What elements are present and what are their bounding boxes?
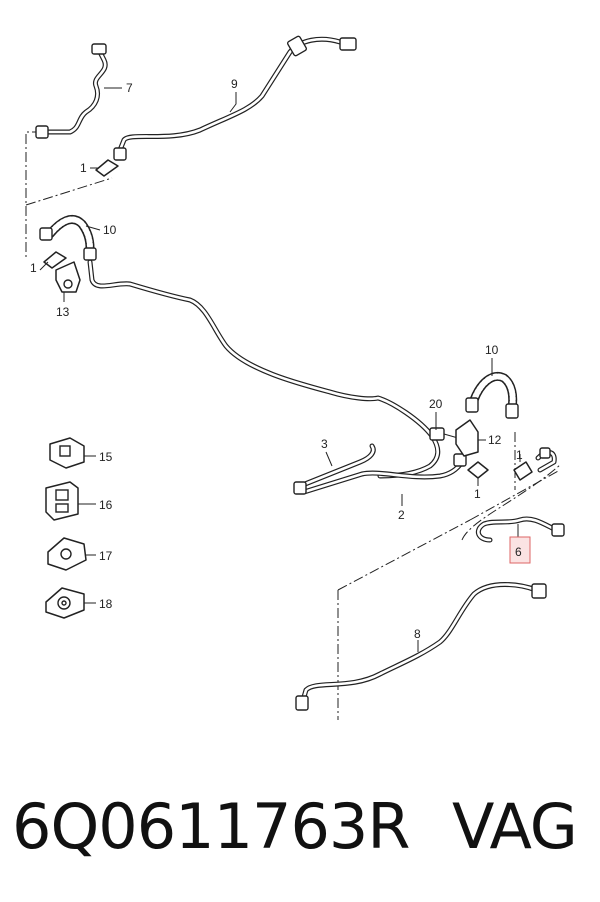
- callout-17: 17: [99, 549, 113, 563]
- pipe-6: [475, 447, 565, 543]
- callout-8: 8: [414, 627, 421, 641]
- pipe-3: [293, 443, 467, 495]
- clip-1-upper: [95, 159, 119, 177]
- pipe-9: [113, 35, 357, 161]
- clip-1-center: [467, 461, 489, 479]
- clip-1-left: [43, 251, 67, 269]
- hose-10-right: [465, 372, 519, 419]
- clip-1-right: [513, 461, 533, 481]
- bracket-13: [55, 261, 81, 293]
- callout-7: 7: [126, 81, 133, 95]
- clip-18: [45, 587, 85, 619]
- clip-15: [49, 437, 85, 469]
- brand-name: VAG: [452, 790, 578, 863]
- callout-1-right: 1: [516, 448, 523, 462]
- callout-labels: 7 9 1 10 1 13 10 20 3 12 1 1 2 6 8 15 16…: [30, 77, 523, 641]
- callout-20: 20: [429, 397, 443, 411]
- bracket-12: [455, 419, 479, 457]
- callout-1-left: 1: [30, 261, 37, 275]
- callout-6: 6: [515, 545, 522, 559]
- callout-18: 18: [99, 597, 113, 611]
- callout-1-center: 1: [474, 487, 481, 501]
- reference-lines: [25, 131, 561, 720]
- pipe-2-main: [87, 259, 441, 479]
- brake-line-diagram: 7 9 1 10 1 13 10 20 3 12 1 1 2 6 8 15 16…: [25, 35, 565, 720]
- callout-10-upper: 10: [103, 223, 117, 237]
- callout-16: 16: [99, 498, 113, 512]
- callout-2: 2: [398, 508, 405, 522]
- callout-13: 13: [56, 305, 70, 319]
- callout-12: 12: [488, 433, 502, 447]
- callout-3: 3: [321, 437, 328, 451]
- clip-16: [45, 481, 79, 521]
- bolt-20: [429, 427, 459, 441]
- leader-lines: [39, 87, 521, 652]
- hose-10-upper: [39, 215, 97, 261]
- callout-9: 9: [231, 77, 238, 91]
- pipe-8: [295, 582, 547, 711]
- callout-15: 15: [99, 450, 113, 464]
- footer: 6Q0611763R VAG: [0, 772, 600, 882]
- pipe-7: [35, 43, 108, 139]
- part-number: 6Q0611763R: [12, 790, 410, 863]
- part-6-highlight: [509, 536, 531, 564]
- callout-10-right: 10: [485, 343, 499, 357]
- callout-1-upper: 1: [80, 161, 87, 175]
- clip-17: [47, 537, 87, 571]
